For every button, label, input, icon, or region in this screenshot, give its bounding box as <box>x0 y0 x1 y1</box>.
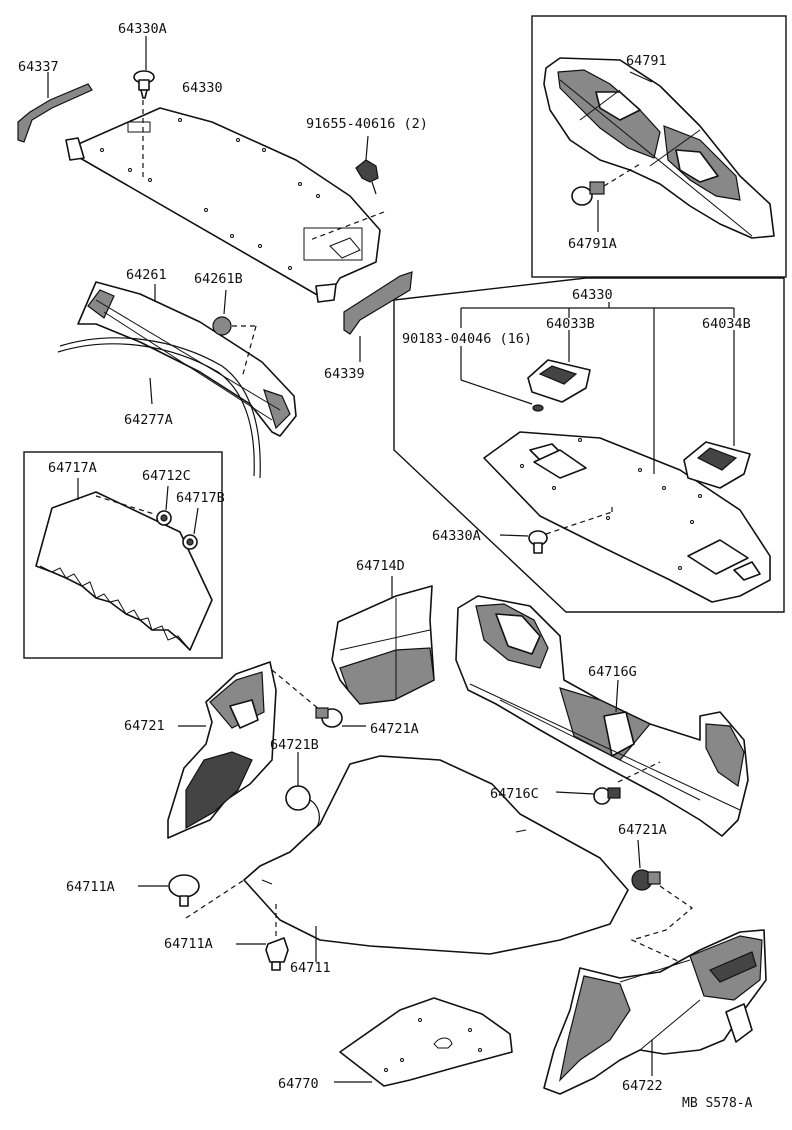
part-64330-tray-inset <box>483 431 771 603</box>
label-64337: 64337 <box>18 59 59 75</box>
part-90183-clip-small <box>532 404 544 412</box>
part-64261-panel <box>77 281 297 437</box>
label-91655-screw: 91655-40616 (2) <box>306 116 428 132</box>
part-64721A-clip-right <box>630 839 693 963</box>
label-64711: 64711 <box>290 960 331 976</box>
inset-leaders-64330 <box>460 302 735 537</box>
label-64791: 64791 <box>626 53 667 69</box>
part-64717B-clip <box>182 507 199 550</box>
reference-code: MB S578-A <box>682 1096 753 1111</box>
label-64714D: 64714D <box>356 558 405 574</box>
inset-box-64717A <box>23 451 223 659</box>
label-64330-box: 64330 <box>572 287 613 303</box>
label-64712C: 64712C <box>142 468 191 484</box>
label-64033B: 64033B <box>546 316 595 332</box>
part-64330-package-tray-top <box>65 100 385 303</box>
part-64277A-weatherstrip <box>57 337 261 479</box>
label-64716G: 64716G <box>588 664 637 680</box>
label-64261: 64261 <box>126 267 167 283</box>
part-64717A-board <box>35 478 213 651</box>
part-64339-strip <box>343 271 413 362</box>
part-64770-cover <box>334 997 513 1087</box>
label-64261B: 64261B <box>194 271 243 287</box>
part-64721A-clip-left <box>315 707 366 728</box>
label-64330-top: 64330 <box>182 80 223 96</box>
part-64714D-panel <box>331 576 435 705</box>
part-64711A-clip <box>236 904 289 971</box>
label-64721A-right: 64721A <box>618 822 667 838</box>
label-64717A: 64717A <box>48 460 97 476</box>
label-64721: 64721 <box>124 718 165 734</box>
part-64711A-plug <box>138 874 200 907</box>
part-64791A-clip <box>571 163 641 232</box>
label-64034B: 64034B <box>702 316 751 332</box>
label-64330A-top: 64330A <box>118 21 167 37</box>
part-64716C-clip <box>555 787 621 805</box>
label-64277A: 64277A <box>124 412 173 428</box>
label-64711A-clip: 64711A <box>164 936 213 952</box>
part-64711-mat <box>185 755 629 962</box>
part-64791-panel <box>543 57 775 239</box>
part-64261B-clip <box>212 289 257 379</box>
part-64330A-clip-inset <box>528 530 548 554</box>
label-64721B: 64721B <box>270 737 319 753</box>
part-64721-trim-left <box>167 661 321 839</box>
part-64712C-clip <box>156 485 172 526</box>
part-64722-trim-right <box>543 929 767 1095</box>
label-64791A: 64791A <box>568 236 617 252</box>
part-91655-screw <box>355 135 379 195</box>
part-64033B-pad <box>527 359 591 403</box>
label-90183-clip: 90183-04046 (16) <box>402 331 532 347</box>
inset-box-64330 <box>393 277 785 613</box>
label-64339: 64339 <box>324 366 365 382</box>
part-64721B-clip <box>285 752 320 829</box>
part-64337-strip <box>17 72 93 143</box>
label-64721A-left: 64721A <box>370 721 419 737</box>
label-64711A-plug: 64711A <box>66 879 115 895</box>
label-64722: 64722 <box>622 1078 663 1094</box>
part-64716G-panel <box>455 595 749 837</box>
inset-box-64791 <box>531 15 787 278</box>
label-64716C: 64716C <box>490 786 539 802</box>
part-64034B-pad <box>683 441 751 489</box>
part-64330A-clip-top <box>133 36 155 99</box>
label-64770: 64770 <box>278 1076 319 1092</box>
label-64717B: 64717B <box>176 490 225 506</box>
label-64330A-box: 64330A <box>432 528 481 544</box>
